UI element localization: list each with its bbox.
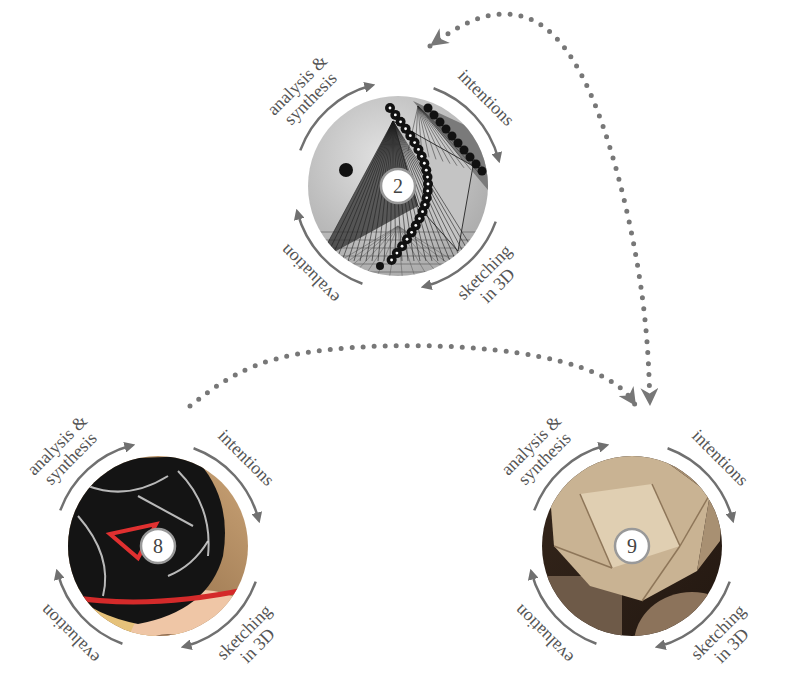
step-number: 9	[627, 536, 637, 556]
cycle-node: 9analysis & synthesisintentionssketching…	[492, 406, 772, 686]
cycle-node: 8analysis & synthesisintentionssketching…	[18, 406, 298, 686]
dotted-arrow	[190, 346, 636, 406]
number-badge	[381, 169, 415, 203]
step-number: 2	[393, 176, 403, 196]
cycle-label: evaluation	[277, 240, 343, 306]
paper-fold	[580, 484, 680, 568]
cycle-label: intentions	[454, 67, 518, 131]
cycle-label: intentions	[688, 427, 752, 491]
paper-creases	[554, 484, 710, 601]
cycle-label: intentions	[214, 427, 278, 491]
step-number: 8	[153, 536, 163, 556]
red-band	[63, 588, 253, 602]
wireframe-face	[318, 121, 418, 261]
cycle-label: evaluation	[37, 600, 103, 666]
paper-hat	[547, 444, 710, 601]
cycle-label: evaluation	[511, 600, 577, 666]
cycle-node: 2analysis & synthesisintentionssketching…	[258, 46, 538, 326]
number-badge	[615, 529, 649, 563]
brow	[153, 635, 183, 638]
number-badge	[141, 529, 175, 563]
eye	[160, 647, 178, 657]
hat-highlights	[78, 471, 209, 596]
wireframe-lines	[318, 106, 492, 261]
control-points	[339, 103, 487, 270]
